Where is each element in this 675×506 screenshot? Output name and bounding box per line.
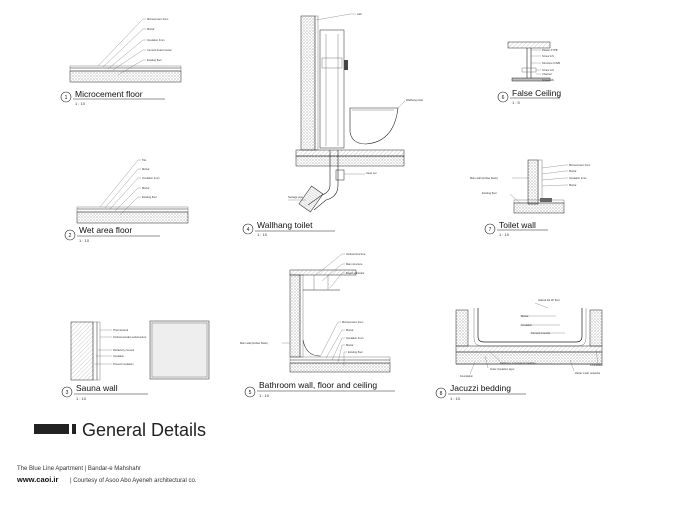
d3-label-3: Refractory cement	[113, 348, 134, 352]
detail-6-false-ceiling: Plaster FTPB Screw L/S Structure U/S/B S…	[497, 41, 561, 105]
d3-label-2: Vertical wooden substructure	[113, 335, 147, 339]
d8-scale: 1 : 10	[450, 396, 461, 401]
d3-number-circle	[61, 386, 73, 398]
d2-title: Wet area floor	[79, 225, 132, 235]
detail-7-toilet-wall: Microcement 2mm Mortar Insulation 4mm Mo…	[470, 159, 590, 237]
d6-label-6: Screw L/S	[542, 78, 554, 82]
detail-8-jacuzzi-bedding: Glazed tile 2F floor Mortar Insulation C…	[435, 298, 604, 401]
detail-1-microcement-floor: Microcement 2mm Mortar Insulation 4mm Ce…	[60, 17, 182, 106]
detail-2-wet-area-floor: Tile Mortar Insulation 4mm Mortar Existi…	[64, 158, 189, 243]
d2-label-4: Mortar	[142, 186, 150, 190]
d2-label-5: Existing floor	[142, 195, 157, 199]
d1-scale: 1 : 10	[75, 101, 86, 106]
d5-scale: 1 : 10	[259, 393, 270, 398]
d8-label-3: Insulation	[521, 323, 533, 327]
d7-label-5: Main wall (Hollow block)	[470, 176, 498, 180]
d4-title: Wallhang toilet	[257, 220, 313, 230]
d5-label-6: Mortar	[346, 328, 354, 332]
d1-label-4: Cement board mortar	[147, 48, 172, 52]
title-bar-tick-icon	[72, 424, 76, 434]
d2-number: 2	[69, 233, 72, 239]
d5-number: 5	[249, 390, 252, 396]
footer-website: www.caoi.ir	[16, 475, 58, 484]
d4-label-4: Sewage pipe	[288, 195, 304, 199]
d8-label-7: Foundation	[460, 374, 474, 378]
d6-label-3: Structure U/S/B	[542, 61, 560, 65]
d7-scale: 1 : 10	[499, 232, 510, 237]
d7-label-6: Existing floor	[482, 191, 497, 195]
d8-label-2: Mortar	[521, 314, 529, 318]
d8-number-circle	[435, 387, 447, 399]
footer-project: The Blue Line Apartment | Bandar-e Mahsh…	[17, 466, 141, 472]
d3-title: Sauna wall	[76, 383, 118, 393]
d7-label-2: Mortar	[569, 169, 577, 173]
d6-label-2: Screw L/S	[542, 54, 554, 58]
d8-label-1: Glazed tile 2F floor	[538, 298, 560, 302]
d7-label-1: Microcement 2mm	[569, 163, 590, 167]
d8-label-4: Cement mounds	[531, 331, 551, 335]
d5-number-circle	[244, 386, 256, 398]
d2-label-1: Tile	[142, 158, 147, 162]
d6-label-4: Screw L/S	[542, 68, 554, 72]
d5-label-3: Board substrate	[346, 271, 365, 275]
d3-number: 3	[66, 390, 69, 396]
d1-label-3: Insulation 4mm	[147, 38, 165, 42]
d6-number-circle	[497, 91, 509, 103]
d5-label-2: Main structure	[346, 262, 363, 266]
d4-scale: 1 : 10	[257, 232, 268, 237]
d4-number-circle	[242, 223, 254, 235]
d8-label-9: Rebar mesh networks	[575, 371, 601, 375]
d5-label-9: Existing floor	[348, 350, 363, 354]
d1-title: Microcement floor	[75, 89, 143, 99]
d3-scale: 1 : 10	[76, 396, 87, 401]
d4-number: 4	[247, 227, 250, 233]
d6-scale: 1 : 5	[512, 100, 521, 105]
sheet-title: General Details	[82, 420, 206, 440]
d5-label-1: Vertical structure	[346, 252, 366, 256]
d2-label-2: Mortar	[142, 167, 150, 171]
d3-label-4: Insulation	[113, 354, 125, 358]
d8-number: 8	[440, 391, 443, 397]
d1-number: 1	[65, 95, 68, 101]
d8-label-5: Bathroom concrete for bedding	[500, 361, 536, 365]
d7-label-4: Mortar	[569, 183, 577, 187]
d6-title: False Ceiling	[512, 88, 561, 98]
d7-label-3: Insulation 4mm	[569, 176, 587, 180]
d2-scale: 1 : 10	[79, 238, 90, 243]
d6-label-1: Plaster FTPB	[542, 48, 558, 52]
detail-4-wallhang-toilet: wall Wallhang toilet clean out Sewage pi…	[242, 12, 423, 237]
d3-label-1: Thermowood	[113, 328, 129, 332]
d1-number-circle	[60, 91, 72, 103]
d5-label-8: Mortar	[346, 343, 354, 347]
d5-label-7: Insulation 4mm	[346, 336, 364, 340]
d4-label-3: clean out	[366, 171, 377, 175]
d8-title: Jacuzzi bedding	[450, 383, 511, 393]
d2-label-3: Insulation 4mm	[142, 176, 160, 180]
detail-5-bathroom-wall-floor-ceiling: Vertical structure Main structure Board …	[240, 252, 395, 398]
d1-label-2: Mortar	[147, 27, 155, 31]
d5-label-5: Microcement 2mm	[342, 320, 363, 324]
d1-label-5: Existing floor	[147, 58, 162, 62]
sheet-title-block: General Details	[34, 420, 206, 440]
d1-label-1: Microcement 2mm	[147, 17, 168, 21]
d6-number: 6	[502, 95, 505, 101]
footer-credit: | Courtesy of Asoo Abo Ayeneh architectu…	[70, 478, 197, 484]
d6-label-5: Channel	[542, 72, 552, 76]
detail-3-sauna-wall: Thermowood Vertical wooden substructure …	[61, 320, 210, 401]
d8-label-8: Foundation	[590, 363, 604, 367]
d8-label-6: Outer insulation layer	[490, 367, 515, 371]
d5-title: Bathroom wall, floor and ceiling	[259, 380, 377, 390]
title-bar-icon	[34, 424, 69, 434]
d7-number: 7	[489, 227, 492, 233]
d7-number-circle	[484, 223, 496, 235]
d5-label-4: Main wall (Hollow block)	[240, 341, 268, 345]
d7-title: Toilet wall	[499, 220, 536, 230]
d2-number-circle	[64, 229, 76, 241]
d4-label-1: wall	[357, 12, 362, 16]
d3-label-5: Prevent insulation	[113, 362, 134, 366]
d4-label-2: Wallhang toilet	[406, 98, 423, 102]
